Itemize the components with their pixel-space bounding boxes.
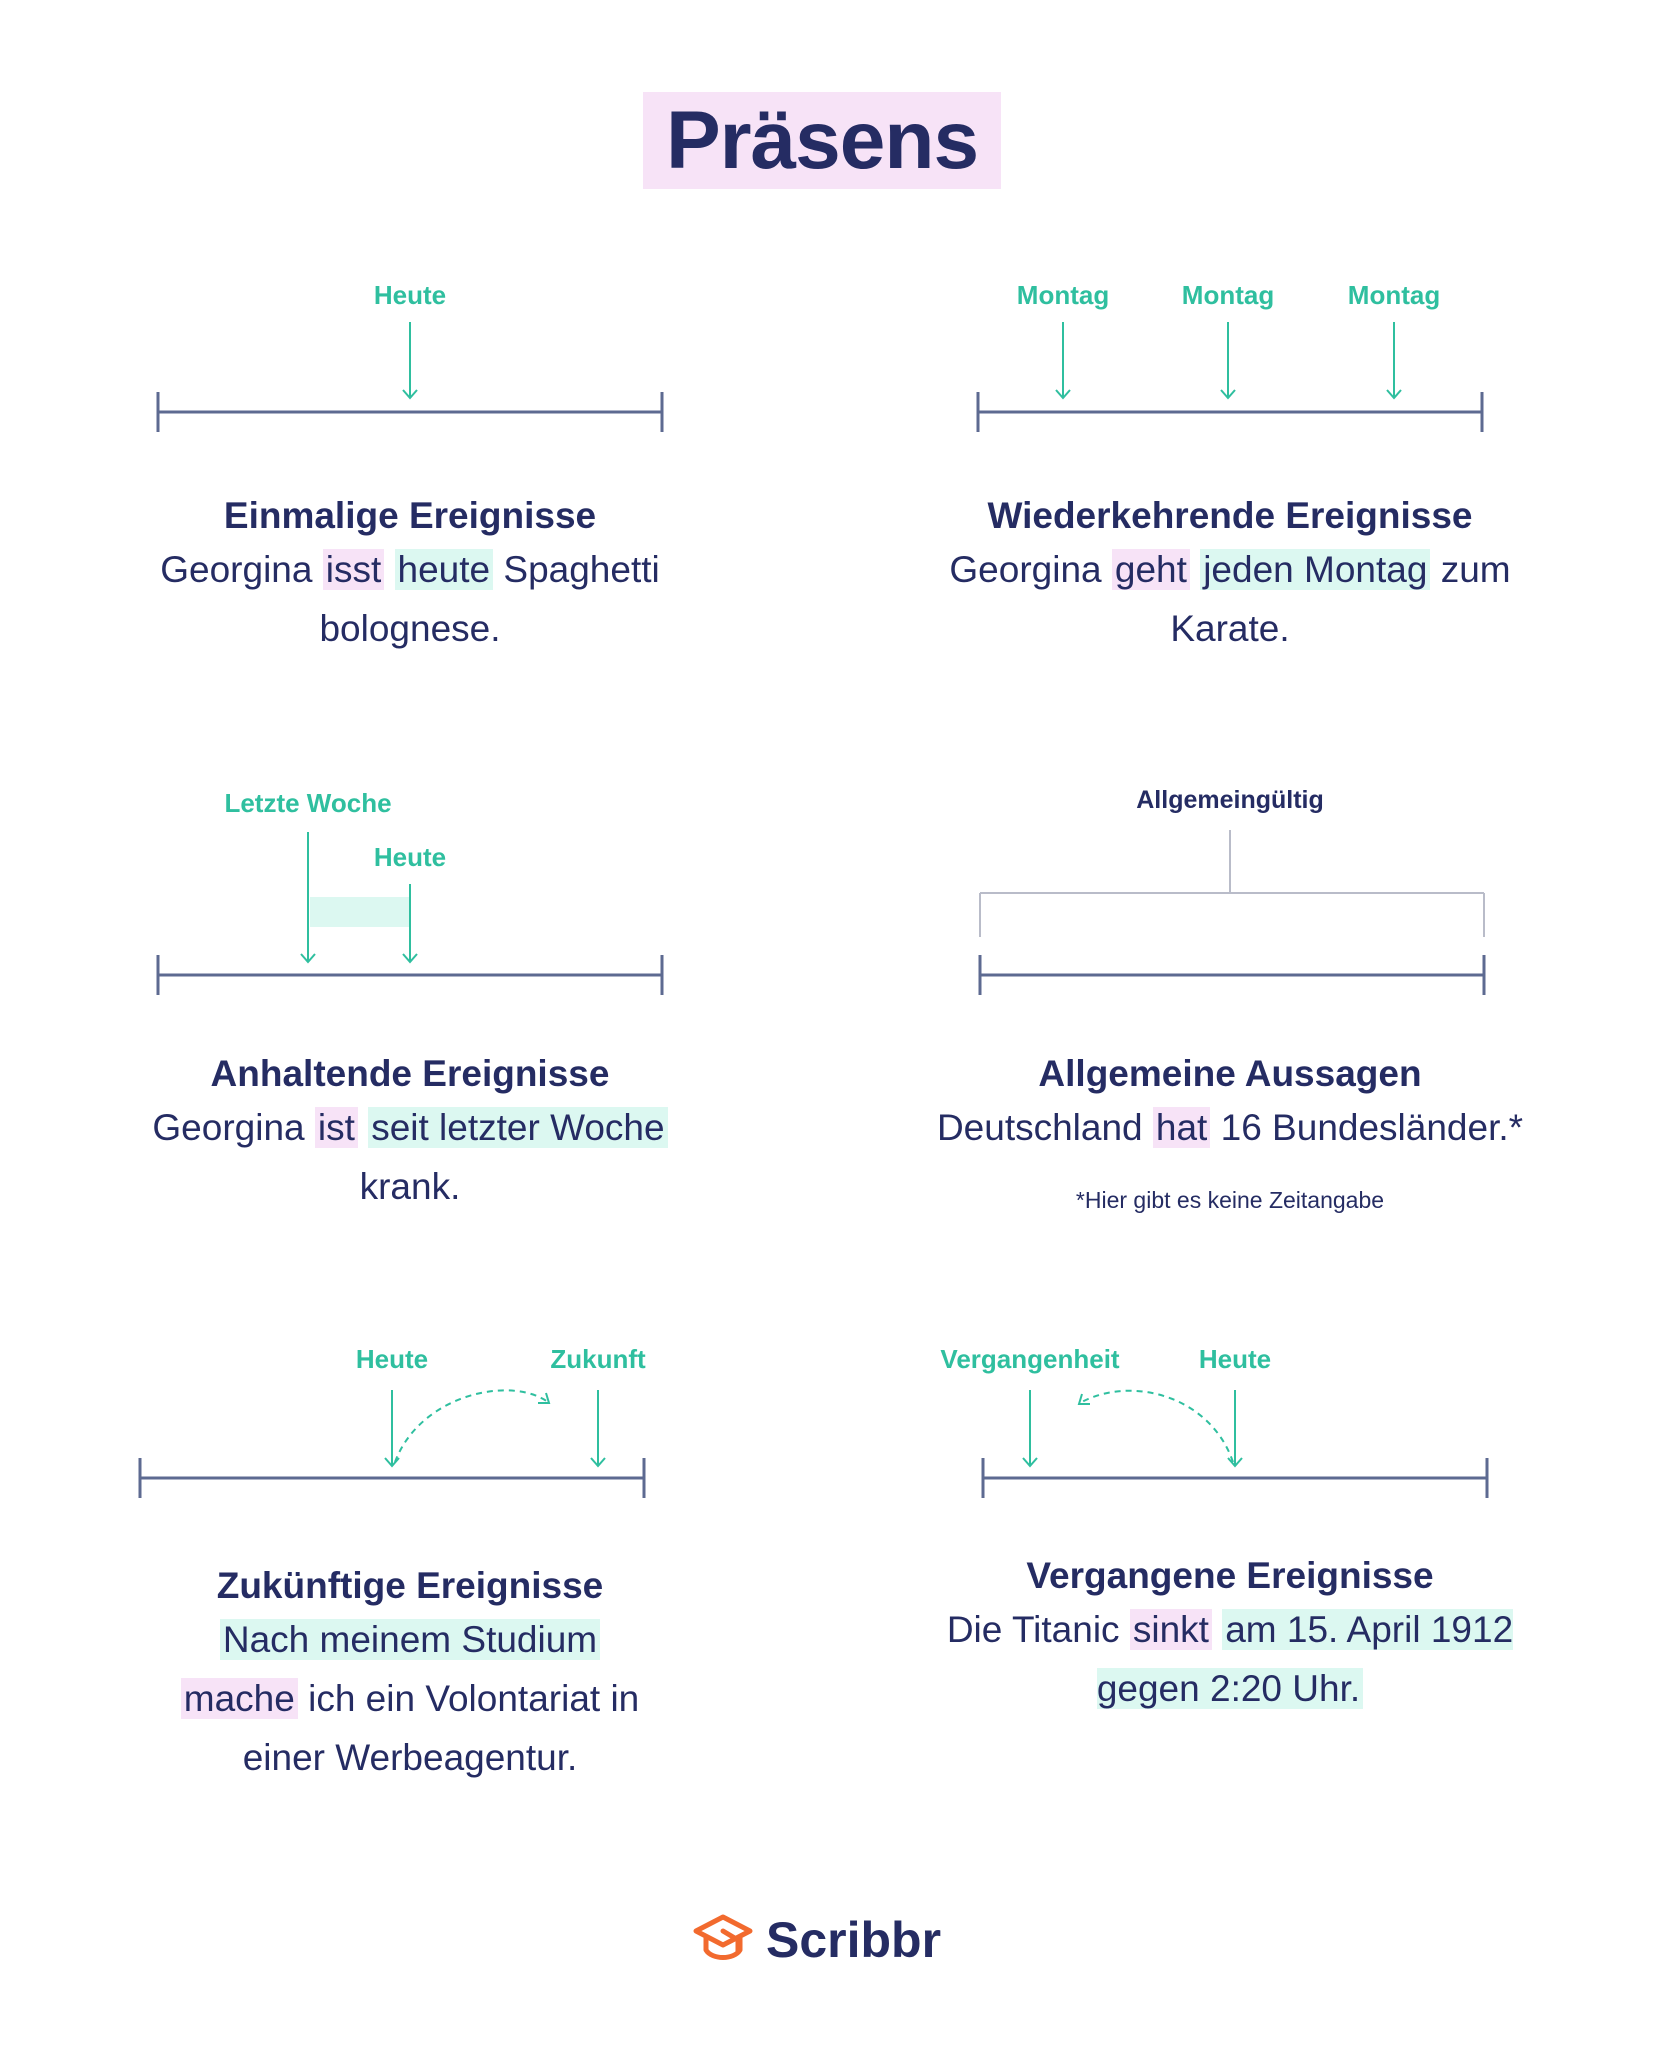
timeline-allgemein: [978, 830, 1486, 995]
timeline-label-heute: Heute: [373, 842, 447, 872]
timeline-label-letzte-woche: Letzte Woche: [224, 788, 392, 818]
time-highlight: seit letzter Woche: [368, 1107, 668, 1148]
arrow-down-icon: [590, 1390, 606, 1468]
timeline-label-allgemeingueltig: Allgemeingültig: [1136, 786, 1324, 814]
timeline-axis: [976, 392, 1484, 432]
timeline-anhaltend: [156, 832, 664, 995]
example-sentence: Georgina geht jeden Montag zum Karate.: [949, 549, 1511, 649]
graduation-cap-icon: [693, 1914, 753, 1960]
arrow-down-icon: [1386, 322, 1402, 400]
timeline-label-vergangenheit: Vergangenheit: [940, 1344, 1120, 1374]
arrow-down-icon: [1055, 322, 1071, 400]
heading-allgemein: Allgemeine Aussagen: [1038, 1053, 1422, 1094]
verb-highlight: isst: [322, 549, 385, 590]
timeline-label-montag: Montag: [1347, 280, 1441, 310]
duration-highlight: [310, 897, 410, 927]
example-sentence: Georgina isst heute Spaghetti bolognese.: [160, 549, 660, 649]
heading-wiederkehrend: Wiederkehrende Ereignisse: [987, 495, 1473, 536]
arrow-down-icon: [1022, 1390, 1038, 1468]
timeline-label-heute: Heute: [355, 1344, 429, 1374]
page-title: Präsens: [665, 94, 979, 186]
arrow-down-icon: [402, 322, 418, 400]
bracket-connector: [979, 830, 1485, 937]
timeline-axis: [156, 955, 664, 995]
timeline-einmalig: [156, 322, 664, 432]
example-sentence: Georgina ist seit letzter Woche krank.: [110, 1098, 710, 1216]
timeline-label-heute: Heute: [373, 280, 447, 310]
verb-highlight: hat: [1152, 1107, 1211, 1148]
verb-highlight: mache: [180, 1678, 298, 1719]
timeline-vergangen: [981, 1389, 1489, 1498]
time-highlight: heute: [394, 549, 494, 590]
timeline-label-montag: Montag: [1181, 280, 1275, 310]
example-sentence: Nach meinem Studium mache ich ein Volont…: [170, 1610, 650, 1787]
timeline-wiederkehrend: [976, 322, 1484, 432]
verb-highlight: ist: [314, 1107, 358, 1148]
arrow-down-icon: [300, 832, 316, 964]
curved-arrow-icon: [1077, 1389, 1234, 1463]
timeline-label-heute: Heute: [1198, 1344, 1272, 1374]
title-highlight: Präsens: [643, 92, 1001, 189]
time-highlight: Nach meinem Studium: [219, 1619, 601, 1660]
curved-arrow-icon: [394, 1389, 551, 1463]
footnote: *Hier gibt es keine Zeitangabe: [1075, 1187, 1385, 1213]
timeline-axis: [981, 1458, 1489, 1498]
arrow-down-icon: [1220, 322, 1236, 400]
heading-vergangen: Vergangene Ereignisse: [1026, 1555, 1434, 1596]
timeline-label-zukunft: Zukunft: [550, 1344, 646, 1374]
heading-anhaltend: Anhaltende Ereignisse: [210, 1053, 610, 1094]
scribbr-logo: Scribbr: [692, 1908, 941, 1972]
arrow-down-icon: [384, 1390, 400, 1468]
timeline-zukuenftig: [138, 1389, 646, 1498]
example-sentence: Die Titanic sinkt am 15. April 1912 gege…: [946, 1609, 1514, 1709]
logo-text: Scribbr: [766, 1912, 942, 1968]
timeline-label-montag: Montag: [1016, 280, 1110, 310]
verb-highlight: sinkt: [1129, 1609, 1212, 1650]
timeline-axis: [978, 955, 1486, 995]
time-highlight: jeden Montag: [1200, 549, 1431, 590]
heading-einmalig: Einmalige Ereignisse: [223, 495, 597, 536]
heading-zukuenftig: Zukünftige Ereignisse: [216, 1565, 604, 1606]
arrow-down-icon: [402, 884, 418, 964]
arrow-down-icon: [1227, 1390, 1243, 1468]
timeline-axis: [138, 1458, 646, 1498]
timeline-axis: [156, 392, 664, 432]
verb-highlight: geht: [1111, 549, 1190, 590]
example-sentence: Deutschland hat 16 Bundesländer.*: [936, 1107, 1524, 1148]
